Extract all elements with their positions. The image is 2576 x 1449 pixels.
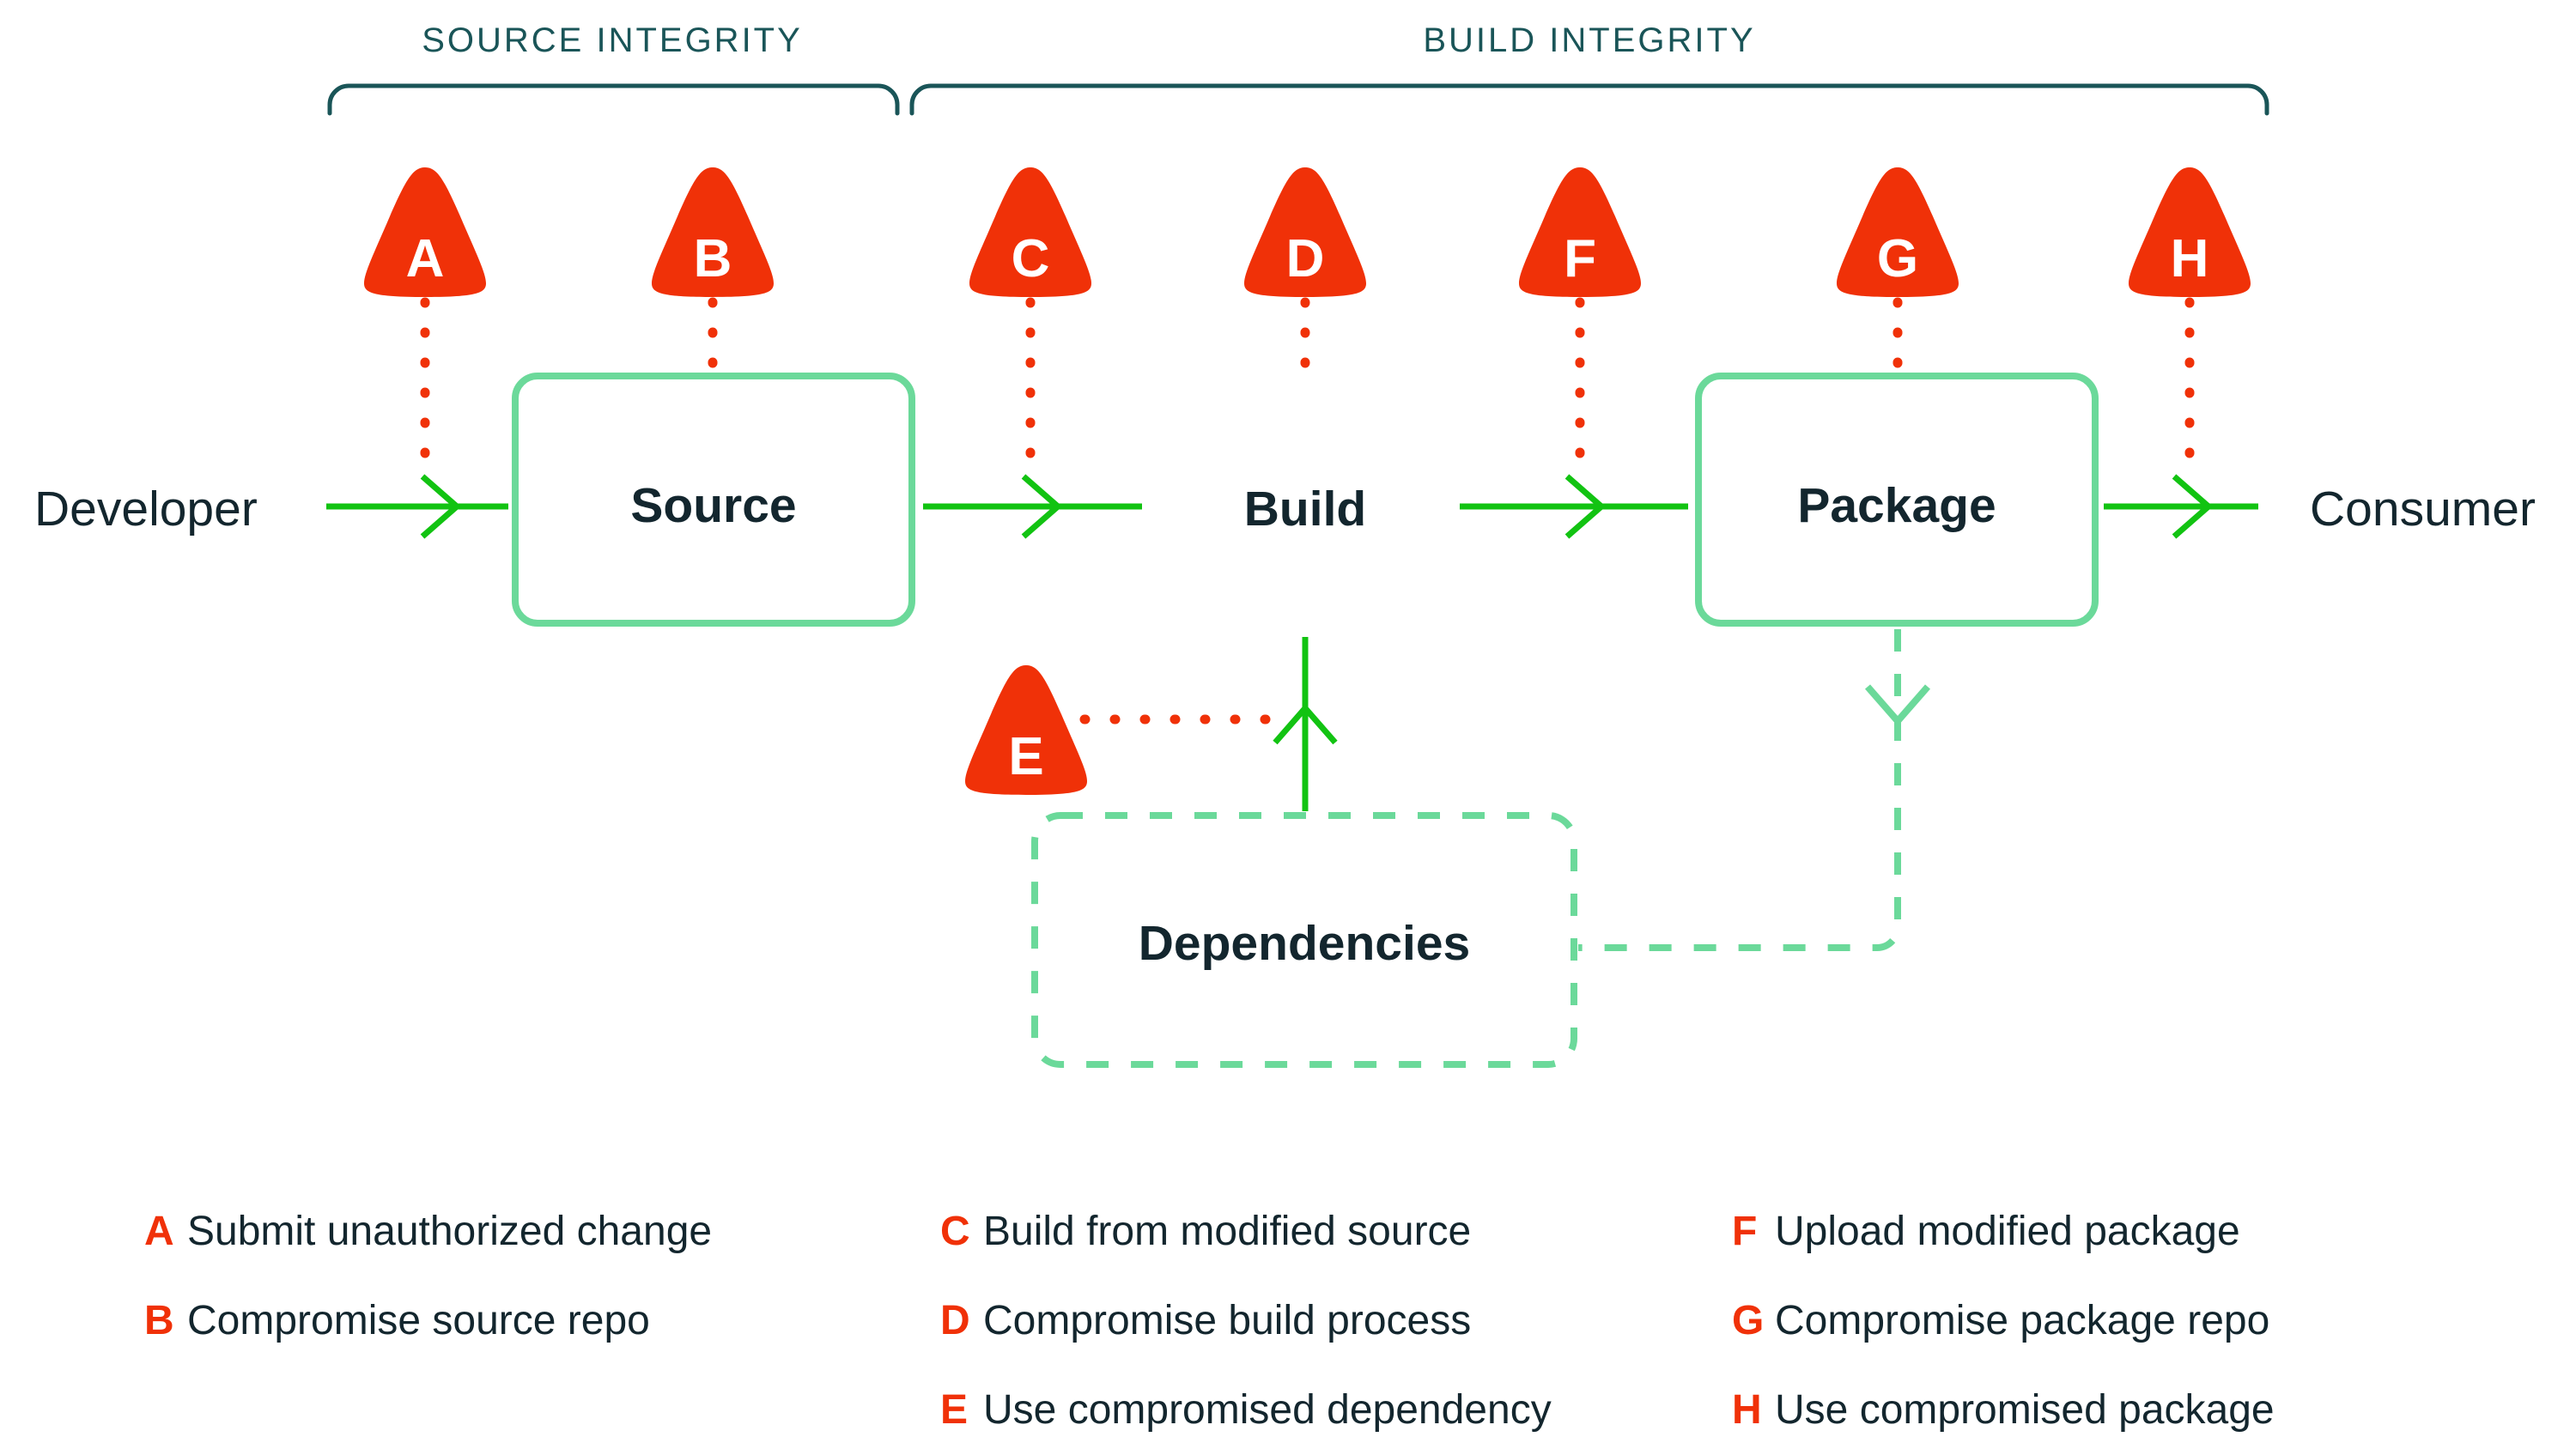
bracket-source-integrity: SOURCE INTEGRITY	[327, 21, 900, 116]
legend-key-b: B	[144, 1298, 174, 1343]
legend-item: D Compromise build process	[940, 1298, 1471, 1343]
legend-key-a: A	[144, 1209, 174, 1254]
threat-dotted-connectors	[420, 297, 2195, 724]
legend-key-h: H	[1732, 1387, 1762, 1433]
threat-marker-f-letter: F	[1564, 229, 1596, 288]
legend-text-b: Compromise source repo	[187, 1298, 650, 1343]
legend-item: C Build from modified source	[940, 1209, 1471, 1254]
legend-key-f: F	[1732, 1209, 1757, 1254]
legend-text-f: Upload modified package	[1775, 1209, 2240, 1254]
legend-key-c: C	[940, 1209, 970, 1254]
dashed-feedback-path	[1578, 629, 1901, 951]
flow-arrow-source-build	[923, 474, 1142, 539]
flow-arrow-dependencies-build	[1273, 637, 1338, 811]
threat-marker-h[interactable]: H	[2129, 167, 2251, 297]
legend-text-a: Submit unauthorized change	[187, 1209, 712, 1254]
legend-key-g: G	[1732, 1298, 1764, 1343]
threat-marker-b-letter: B	[694, 229, 732, 288]
node-build[interactable]: Build	[1244, 482, 1366, 537]
bracket-build-integrity: BUILD INTEGRITY	[909, 21, 2269, 116]
flow-arrow-build-package	[1460, 474, 1688, 539]
legend-key-e: E	[940, 1387, 968, 1433]
warning-triangle-icon	[965, 665, 1087, 795]
node-package-box	[1695, 373, 2099, 627]
actor-developer-label: Developer	[34, 482, 258, 537]
bracket-source-integrity-label: SOURCE INTEGRITY	[422, 21, 803, 59]
bracket-build-integrity-path	[909, 83, 2269, 116]
node-source-label: Source	[630, 478, 796, 533]
legend-item: G Compromise package repo	[1732, 1298, 2269, 1343]
flow-arrow-package-consumer	[2104, 474, 2258, 539]
node-dependencies-box	[1031, 812, 1577, 1068]
threat-marker-c-letter: C	[1012, 229, 1050, 288]
warning-triangle-icon	[969, 167, 1091, 297]
node-package-label: Package	[1797, 478, 1996, 533]
threat-marker-e[interactable]: E	[965, 665, 1087, 795]
legend-item: F Upload modified package	[1732, 1209, 2240, 1254]
flow-arrow-developer-source	[326, 474, 508, 539]
node-dependencies[interactable]: Dependencies	[1031, 812, 1577, 1068]
threat-marker-e-letter: E	[1008, 727, 1043, 786]
threat-marker-g[interactable]: G	[1837, 167, 1959, 297]
threat-marker-b[interactable]: B	[652, 167, 774, 297]
legend-text-c: Build from modified source	[983, 1209, 1471, 1254]
legend-text-e: Use compromised dependency	[983, 1387, 1552, 1433]
legend-column-2: C Build from modified source D Compromis…	[940, 1209, 1552, 1433]
pipeline-flow-arrows	[326, 474, 2258, 811]
warning-triangle-icon	[652, 167, 774, 297]
legend-item: E Use compromised dependency	[940, 1387, 1552, 1433]
legend-text-d: Compromise build process	[983, 1298, 1471, 1343]
threat-marker-d[interactable]: D	[1244, 167, 1366, 297]
node-dependencies-label: Dependencies	[1139, 916, 1470, 971]
legend-item: H Use compromised package	[1732, 1387, 2275, 1433]
dashed-feedback-arrowhead	[1864, 684, 1931, 727]
threat-marker-a-letter: A	[406, 229, 445, 288]
legend-column-1: A Submit unauthorized change B Compromis…	[144, 1209, 712, 1343]
legend-item: A Submit unauthorized change	[144, 1209, 712, 1254]
warning-triangle-icon	[1519, 167, 1641, 297]
legend-text-g: Compromise package repo	[1775, 1298, 2269, 1343]
warning-triangle-icon	[1244, 167, 1366, 297]
warning-triangle-icon	[364, 167, 486, 297]
legend-key-d: D	[940, 1298, 970, 1343]
threat-marker-g-letter: G	[1877, 229, 1918, 288]
node-source[interactable]: Source	[512, 373, 915, 627]
threat-marker-a[interactable]: A	[364, 167, 486, 297]
legend-text-h: Use compromised package	[1775, 1387, 2275, 1433]
legend: A Submit unauthorized change B Compromis…	[144, 1209, 2275, 1433]
threat-marker-f[interactable]: F	[1519, 167, 1641, 297]
dashed-package-to-dependencies	[1578, 629, 1931, 951]
bracket-source-integrity-path	[327, 83, 900, 116]
threat-marker-h-letter: H	[2171, 229, 2209, 288]
bracket-build-integrity-label: BUILD INTEGRITY	[1423, 21, 1755, 59]
node-source-box	[512, 373, 915, 627]
node-package[interactable]: Package	[1695, 373, 2099, 627]
threat-marker-c[interactable]: C	[969, 167, 1091, 297]
legend-column-3: F Upload modified package G Compromise p…	[1732, 1209, 2275, 1433]
node-build-label: Build	[1244, 482, 1366, 537]
threat-marker-d-letter: D	[1286, 229, 1325, 288]
warning-triangle-icon	[2129, 167, 2251, 297]
warning-triangle-icon	[1837, 167, 1959, 297]
legend-item: B Compromise source repo	[144, 1298, 650, 1343]
actor-consumer-label: Consumer	[2310, 482, 2536, 537]
